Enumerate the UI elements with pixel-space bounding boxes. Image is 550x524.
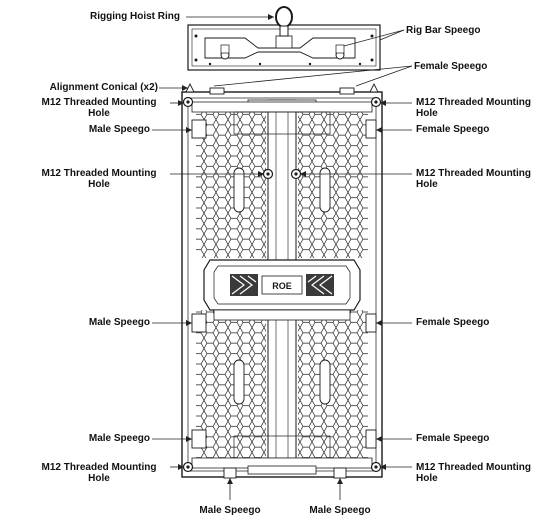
label-female-speego-top: Female Speego <box>414 61 488 72</box>
m12-line2: Hole <box>88 108 110 119</box>
m12-line1: M12 Threaded Mounting <box>416 97 531 108</box>
m12-line2: Hole <box>416 473 438 484</box>
label-female-speego-3: Female Speego <box>416 433 490 444</box>
rigging-hoist-ring <box>275 6 293 37</box>
m12-line2: Hole <box>88 473 110 484</box>
label-male-speego-bottom-left: Male Speego <box>199 505 261 516</box>
label-male-speego-1: Male Speego <box>88 124 150 135</box>
label-m12-top-right: M12 Threaded Mounting Hole <box>416 97 531 119</box>
label-m12-center-left: M12 Threaded Mounting Hole <box>28 168 170 190</box>
label-male-speego-3: Male Speego <box>88 433 150 444</box>
center-logo-text: ROE <box>272 281 292 291</box>
label-male-speego-bottom-right: Male Speego <box>309 505 371 516</box>
label-rigging-hoist-ring: Rigging Hoist Ring <box>90 11 180 22</box>
top-crossbar <box>191 101 373 135</box>
label-female-speego-2: Female Speego <box>416 317 490 328</box>
m12-mounting-holes <box>182 96 382 473</box>
leader-arrowheads <box>178 14 386 484</box>
label-rig-bar-speego: Rig Bar Speego <box>406 25 481 36</box>
m12-line2: Hole <box>416 108 438 119</box>
m12-line2: Hole <box>416 179 438 190</box>
label-m12-top-left: M12 Threaded Mounting Hole <box>28 97 170 119</box>
label-m12-center-right: M12 Threaded Mounting Hole <box>416 168 531 190</box>
m12-line1: M12 Threaded Mounting <box>41 168 157 179</box>
m12-line1: M12 Threaded Mounting <box>41 462 157 473</box>
label-alignment-conical: Alignment Conical (x2) <box>49 82 158 93</box>
alignment-conicals <box>185 82 379 93</box>
m12-line1: M12 Threaded Mounting <box>41 97 157 108</box>
label-female-speego-1: Female Speego <box>416 124 490 135</box>
hex-mesh <box>196 108 368 460</box>
label-m12-bottom-left: M12 Threaded Mounting Hole <box>28 462 170 484</box>
center-hub <box>203 259 361 321</box>
label-m12-bottom-right: M12 Threaded Mounting Hole <box>416 462 531 484</box>
m12-line1: M12 Threaded Mounting <box>416 462 531 473</box>
m12-line1: M12 Threaded Mounting <box>416 168 531 179</box>
side-slots <box>233 167 331 405</box>
label-male-speego-2: Male Speego <box>88 317 150 328</box>
m12-line2: Hole <box>88 179 110 190</box>
